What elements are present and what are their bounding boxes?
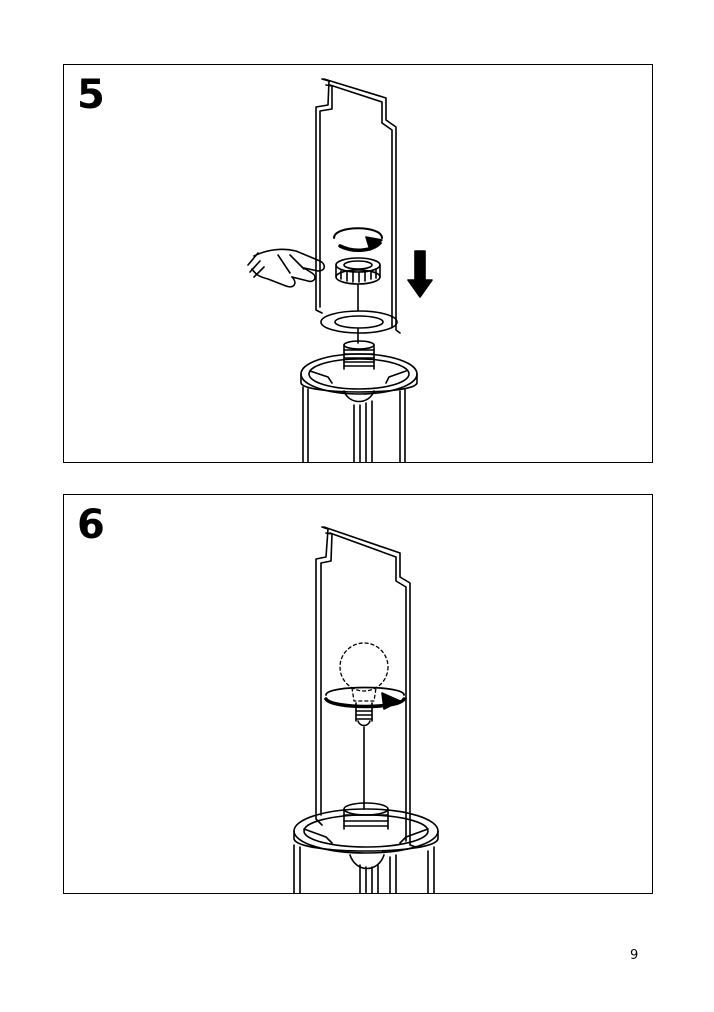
down-arrow-icon (407, 250, 433, 298)
washer (320, 310, 398, 334)
shade-frame (315, 526, 417, 848)
lamp-leg (293, 844, 301, 893)
shade-frame (315, 78, 401, 334)
lamp-leg (302, 386, 309, 462)
light-bulb-icon (339, 642, 389, 702)
step-number: 5 (77, 72, 105, 118)
assembly-illustration-step-5 (247, 78, 433, 462)
assembly-illustration-step-6 (293, 526, 439, 893)
step-6-panel: 6 (63, 494, 653, 894)
rotate-arrow-icon (333, 227, 383, 239)
rotate-arrow-icon (325, 686, 405, 696)
hand-pointer-icon (247, 248, 326, 288)
threaded-rod (343, 344, 375, 370)
step-5-panel: 5 (63, 64, 653, 463)
page-number: 9 (630, 948, 639, 963)
step-number: 6 (77, 502, 105, 548)
